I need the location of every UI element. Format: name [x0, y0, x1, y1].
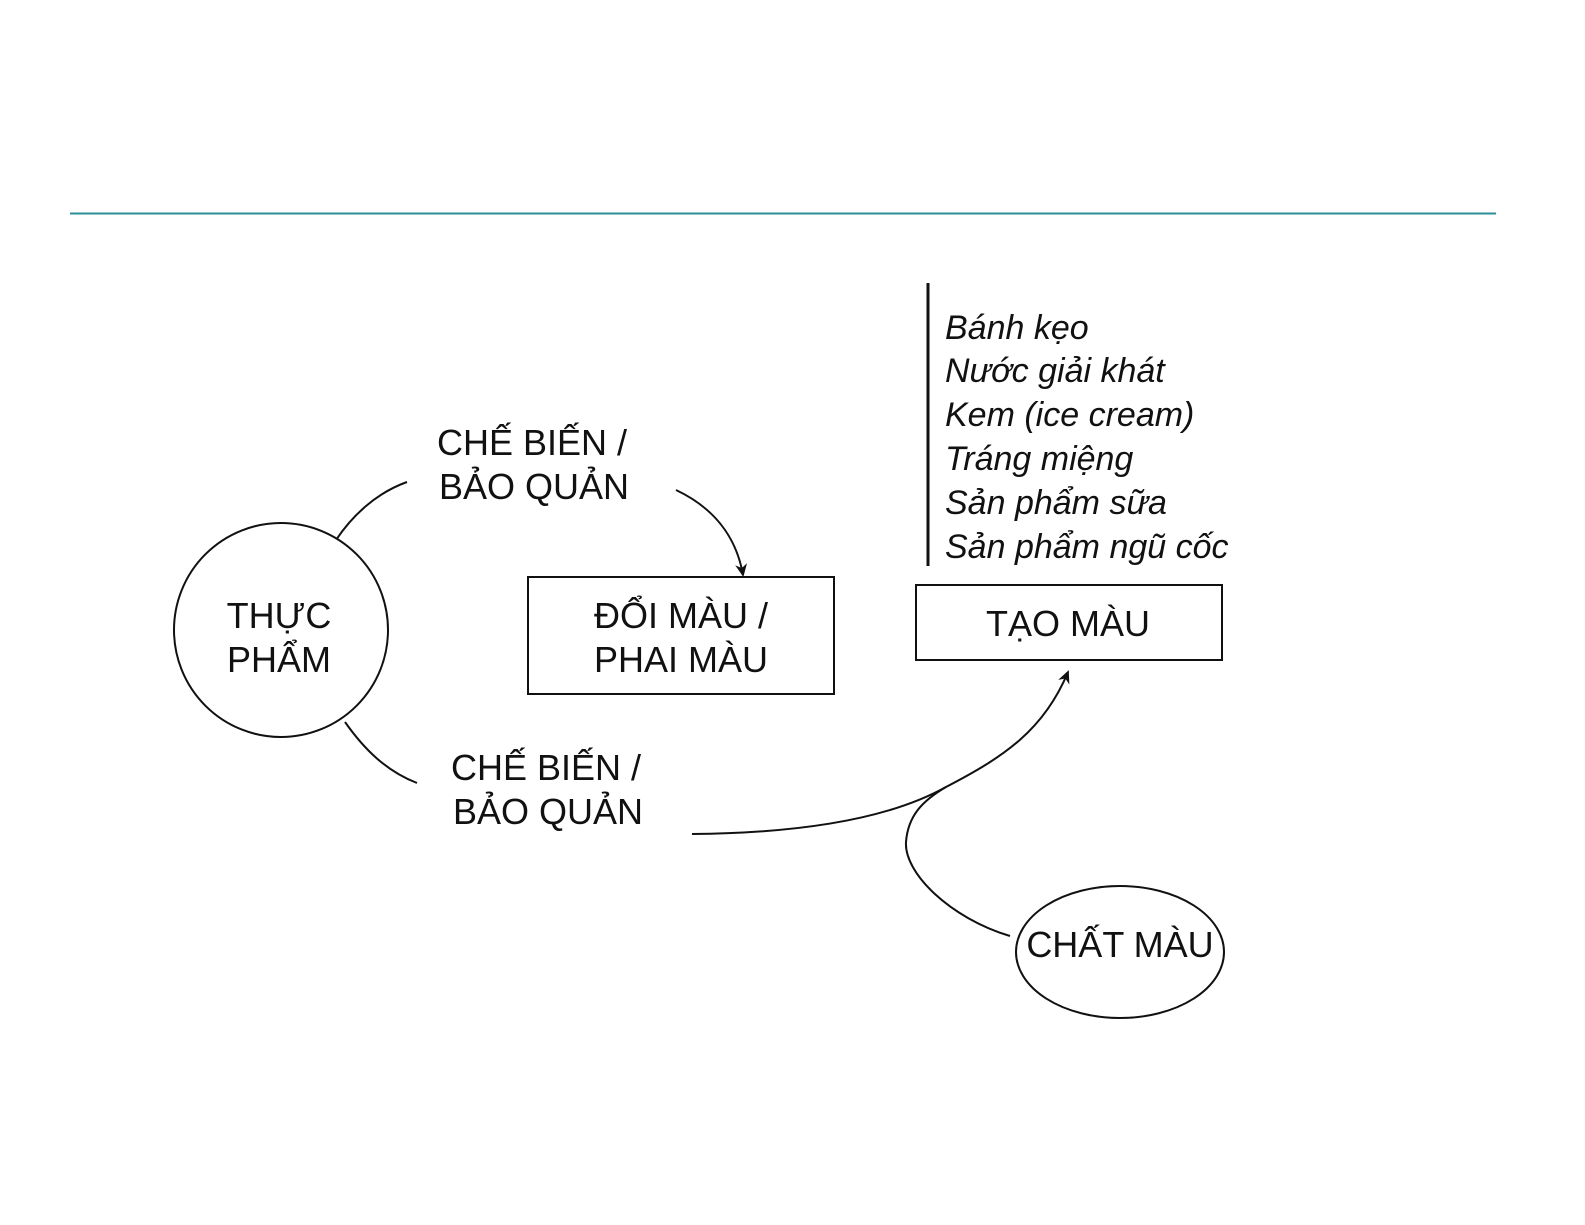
connector-food-to-bottom-process	[345, 722, 417, 783]
top-process-label: CHẾ BIẾN / BẢO QUẢN	[437, 422, 629, 507]
food-node: THỰC PHẨM	[174, 523, 388, 737]
connector-colorant-to-flow	[906, 787, 1010, 936]
bottom-process-line-1: CHẾ BIẾN /	[451, 747, 641, 788]
application-item: Sản phẩm sữa	[945, 484, 1167, 522]
application-item: Bánh kẹo	[945, 309, 1089, 347]
color-creation-node: TẠO MÀU	[916, 585, 1222, 660]
colorant-node: CHẤT MÀU	[1016, 886, 1224, 1018]
top-process-line-2: BẢO QUẢN	[439, 466, 629, 507]
food-label-line-2: PHẨM	[227, 638, 331, 680]
applications-list: Bánh kẹo Nước giải khát Kem (ice cream) …	[945, 309, 1229, 566]
application-item: Tráng miệng	[945, 440, 1133, 478]
food-label-line-1: THỰC	[227, 595, 332, 636]
top-process-line-1: CHẾ BIẾN /	[437, 422, 627, 463]
color-change-line-2: PHAI MÀU	[594, 639, 768, 680]
arrow-bottom-process-to-color-creation	[692, 672, 1068, 834]
application-item: Nước giải khát	[945, 352, 1166, 390]
color-change-line-1: ĐỔI MÀU /	[594, 593, 768, 636]
color-creation-label: TẠO MÀU	[986, 603, 1150, 644]
bottom-process-line-2: BẢO QUẢN	[453, 791, 643, 832]
colorant-label: CHẤT MÀU	[1026, 924, 1213, 965]
application-item: Kem (ice cream)	[945, 396, 1194, 434]
connector-food-to-top-process	[336, 482, 407, 540]
application-item: Sản phẩm ngũ cốc	[945, 528, 1229, 566]
bottom-process-label: CHẾ BIẾN / BẢO QUẢN	[451, 747, 643, 832]
arrow-top-process-to-color-change	[676, 490, 743, 575]
color-change-node: ĐỔI MÀU / PHAI MÀU	[528, 577, 834, 694]
